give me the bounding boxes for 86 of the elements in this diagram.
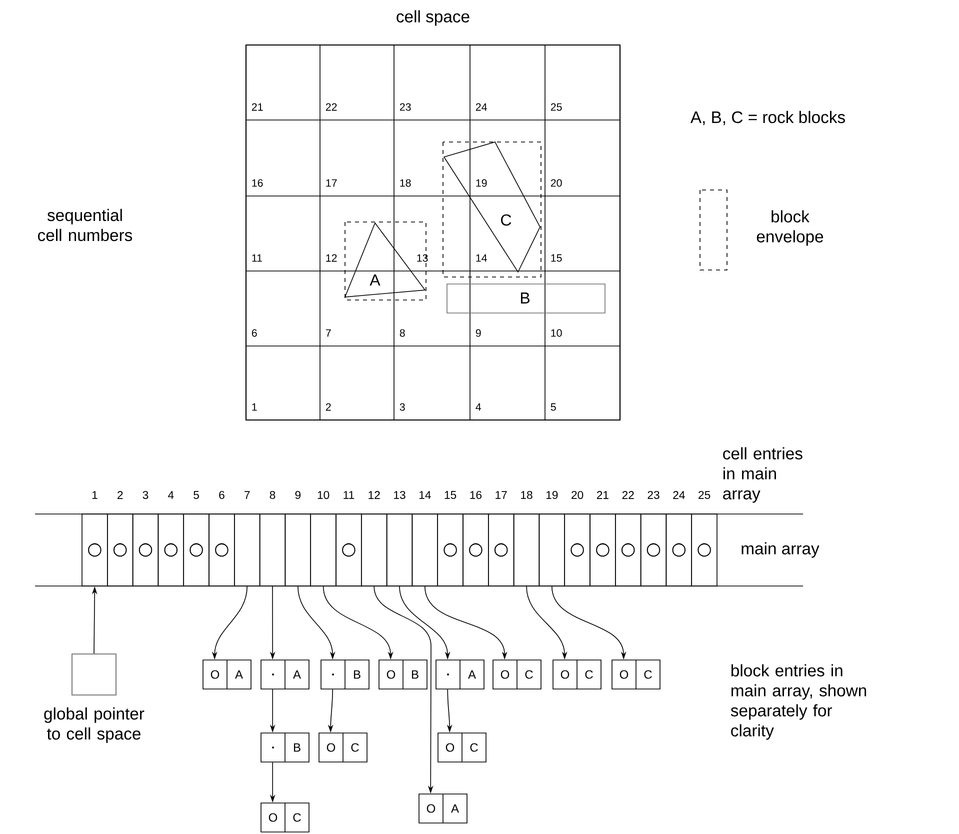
cell-number: 14: [419, 491, 431, 499]
cell-number: 9: [476, 329, 481, 337]
cell-number: 8: [270, 491, 276, 499]
cell-number: 2: [118, 491, 123, 499]
cell-number: 17: [496, 491, 507, 499]
record-box: O C: [552, 660, 602, 690]
cell-number: 11: [252, 254, 262, 262]
array-cell: ○: [132, 514, 159, 586]
cell-number: 7: [326, 329, 331, 337]
array-cell: ○: [640, 514, 667, 586]
cell-number: 19: [546, 491, 558, 499]
cell-number: 23: [400, 103, 411, 111]
cell-number: 19: [476, 179, 487, 187]
record-box: O C: [260, 802, 310, 832]
array-cell: ○: [82, 514, 108, 586]
cell-number: 5: [550, 403, 556, 411]
record-box: O C: [612, 660, 660, 690]
cell-number: 20: [550, 179, 562, 187]
array-cell: ○: [564, 514, 590, 586]
record-box: O C: [492, 660, 542, 690]
cell-number: 21: [596, 491, 608, 499]
cell-number: 25: [698, 491, 710, 499]
cell-number: 16: [470, 491, 482, 499]
cell-number: 13: [394, 491, 406, 499]
cell-number: 20: [572, 491, 584, 499]
cell-number: 4: [168, 491, 174, 499]
cell-number: 12: [368, 491, 380, 499]
cell-number: 15: [444, 491, 456, 499]
note-text: cell entries in main array: [723, 447, 802, 503]
legend-entry: block envelope: [700, 190, 824, 270]
cell-number: 6: [219, 491, 224, 499]
cell-number: 22: [326, 103, 337, 111]
cell-number: 9: [295, 491, 301, 499]
cell-number: 8: [400, 329, 405, 337]
array-cell: ○: [462, 514, 489, 586]
box-caption: global pointer to cell space: [44, 707, 144, 743]
cell-number: 3: [142, 491, 148, 499]
record-box: B: [260, 732, 310, 762]
cell-number: 3: [400, 403, 405, 411]
cell-number: 10: [318, 491, 330, 499]
record-box: O A: [202, 660, 252, 690]
note-text: block entries in main array, shown separately for clarity: [730, 664, 866, 740]
cell-number: 7: [244, 491, 250, 499]
cell-number: 13: [417, 254, 428, 262]
cell-number: 1: [92, 491, 98, 499]
cell-number: 22: [622, 491, 634, 499]
cell-number: 23: [648, 491, 660, 499]
cell-number: 10: [551, 329, 562, 337]
cell-number: 18: [400, 179, 411, 187]
cell-number: 17: [326, 179, 337, 187]
cell-number: 24: [476, 103, 487, 111]
array-cell: ○: [183, 514, 210, 586]
cell-number: 6: [252, 329, 257, 337]
cell-number: 1: [252, 403, 257, 411]
array-cell: ○: [208, 514, 235, 586]
cell-number: 21: [252, 103, 263, 111]
cell-number: 2: [326, 403, 331, 411]
note-text: sequential cell numbers: [38, 208, 132, 242]
array-cell: ○: [336, 514, 362, 586]
node-label: cell space: [396, 10, 470, 26]
note-text: A, B, C = rock blocks: [690, 110, 845, 126]
cell-number: 5: [194, 491, 199, 499]
cell-number: 4: [476, 403, 482, 411]
record-box: O B: [378, 660, 428, 690]
array-cell: ○: [666, 514, 692, 586]
record-box: O C: [318, 732, 368, 762]
cell-number: 18: [521, 491, 532, 499]
array-cell: ○: [488, 514, 514, 586]
record-box: O C: [438, 732, 486, 762]
array-cell: ○: [158, 514, 184, 586]
record-box: A: [260, 660, 310, 690]
cell-number: 14: [476, 254, 487, 262]
array-cell: ○: [615, 514, 642, 586]
array-cell: ○: [691, 514, 718, 586]
array-cell: ○: [590, 514, 616, 586]
record-box: O A: [418, 794, 468, 824]
cell-number: 11: [344, 491, 354, 499]
cell-number: 24: [673, 491, 685, 499]
record-box: B: [320, 660, 370, 690]
array-cell: ○: [107, 514, 134, 586]
cell-number: 25: [550, 103, 562, 111]
record-box: A: [436, 660, 484, 690]
cell-number: 15: [551, 254, 562, 262]
rock-block: B: [446, 284, 606, 314]
array-cell: ○: [437, 514, 464, 586]
cell-number: 16: [252, 179, 263, 187]
